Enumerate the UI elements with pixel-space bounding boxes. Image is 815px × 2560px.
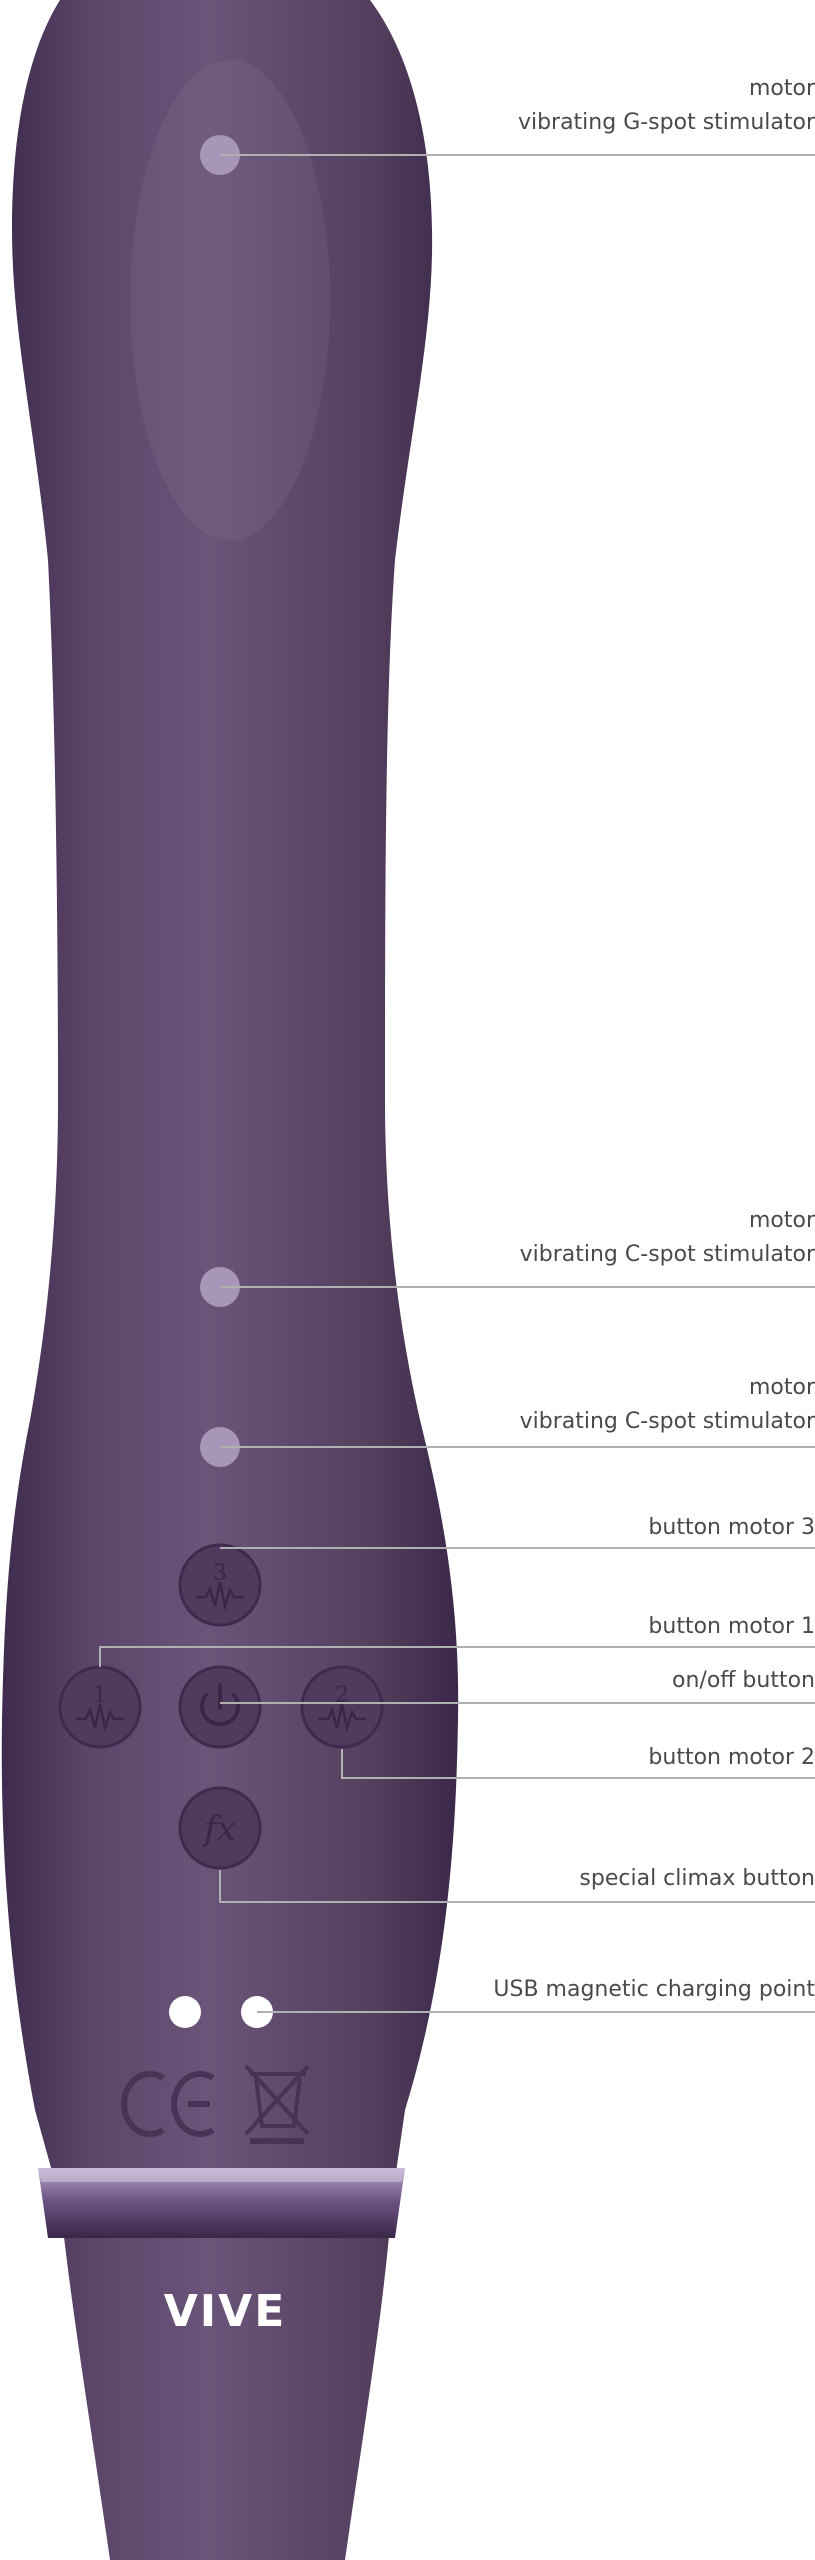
callout-cspot-motor-1: motor vibrating C-spot stimulator: [520, 1208, 815, 1269]
decorative-band-shine: [38, 2168, 405, 2182]
callout-line: USB magnetic charging point: [493, 1977, 815, 2002]
callout-line: vibrating G-spot stimulator: [517, 110, 815, 136]
callout-line: button motor 2: [648, 1745, 815, 1770]
button-motor-3-number: 3: [213, 1561, 227, 1586]
callout-lines: [99, 154, 815, 2013]
callout-line: button motor 1: [648, 1614, 815, 1639]
button-motor-3[interactable]: 3: [178, 1543, 262, 1627]
brand-logo: VIVE: [164, 2286, 287, 2337]
leader-button-2: [341, 1749, 815, 1779]
body-sheen: [130, 60, 330, 540]
callout-line: vibrating C-spot stimulator: [519, 1242, 815, 1268]
callout-special-climax: special climax button: [579, 1866, 815, 1892]
callout-line: on/off button: [672, 1668, 815, 1693]
onoff-button[interactable]: [178, 1665, 262, 1749]
callout-cspot-motor-2: motor vibrating C-spot stimulator: [520, 1375, 815, 1436]
waveform-icon: [76, 1703, 124, 1733]
special-climax-button[interactable]: fx: [178, 1786, 262, 1870]
charging-pin-left: [169, 1996, 201, 2028]
callout-button-motor-3: button motor 3: [648, 1515, 815, 1541]
callout-line: motor: [748, 1208, 815, 1233]
button-motor-2-number: 2: [335, 1683, 349, 1708]
leader-climax: [219, 1870, 815, 1903]
callout-button-motor-2: button motor 2: [648, 1745, 815, 1771]
callout-line: button motor 3: [648, 1515, 815, 1540]
special-climax-label: fx: [201, 1809, 236, 1849]
callout-gspot-motor: motor vibrating G-spot stimulator: [518, 76, 815, 137]
button-motor-2[interactable]: 2: [300, 1665, 384, 1749]
power-icon: [200, 1693, 240, 1727]
leader-button-1: [99, 1646, 815, 1667]
waveform-icon: [196, 1581, 244, 1611]
callout-button-motor-1: button motor 1: [648, 1614, 815, 1640]
crossed-bin-icon: [244, 2064, 310, 2144]
callout-line: motor: [748, 76, 815, 101]
callout-usb-charging: USB magnetic charging point: [493, 1977, 815, 2003]
button-motor-1[interactable]: 1: [58, 1665, 142, 1749]
callout-line: motor: [748, 1375, 815, 1400]
callout-line: vibrating C-spot stimulator: [519, 1409, 815, 1435]
callout-onoff-button: on/off button: [672, 1668, 815, 1694]
callout-line: special climax button: [579, 1866, 815, 1891]
button-motor-1-number: 1: [93, 1683, 107, 1708]
ce-mark-icon: [121, 2071, 215, 2137]
decorative-band: [38, 2168, 405, 2238]
